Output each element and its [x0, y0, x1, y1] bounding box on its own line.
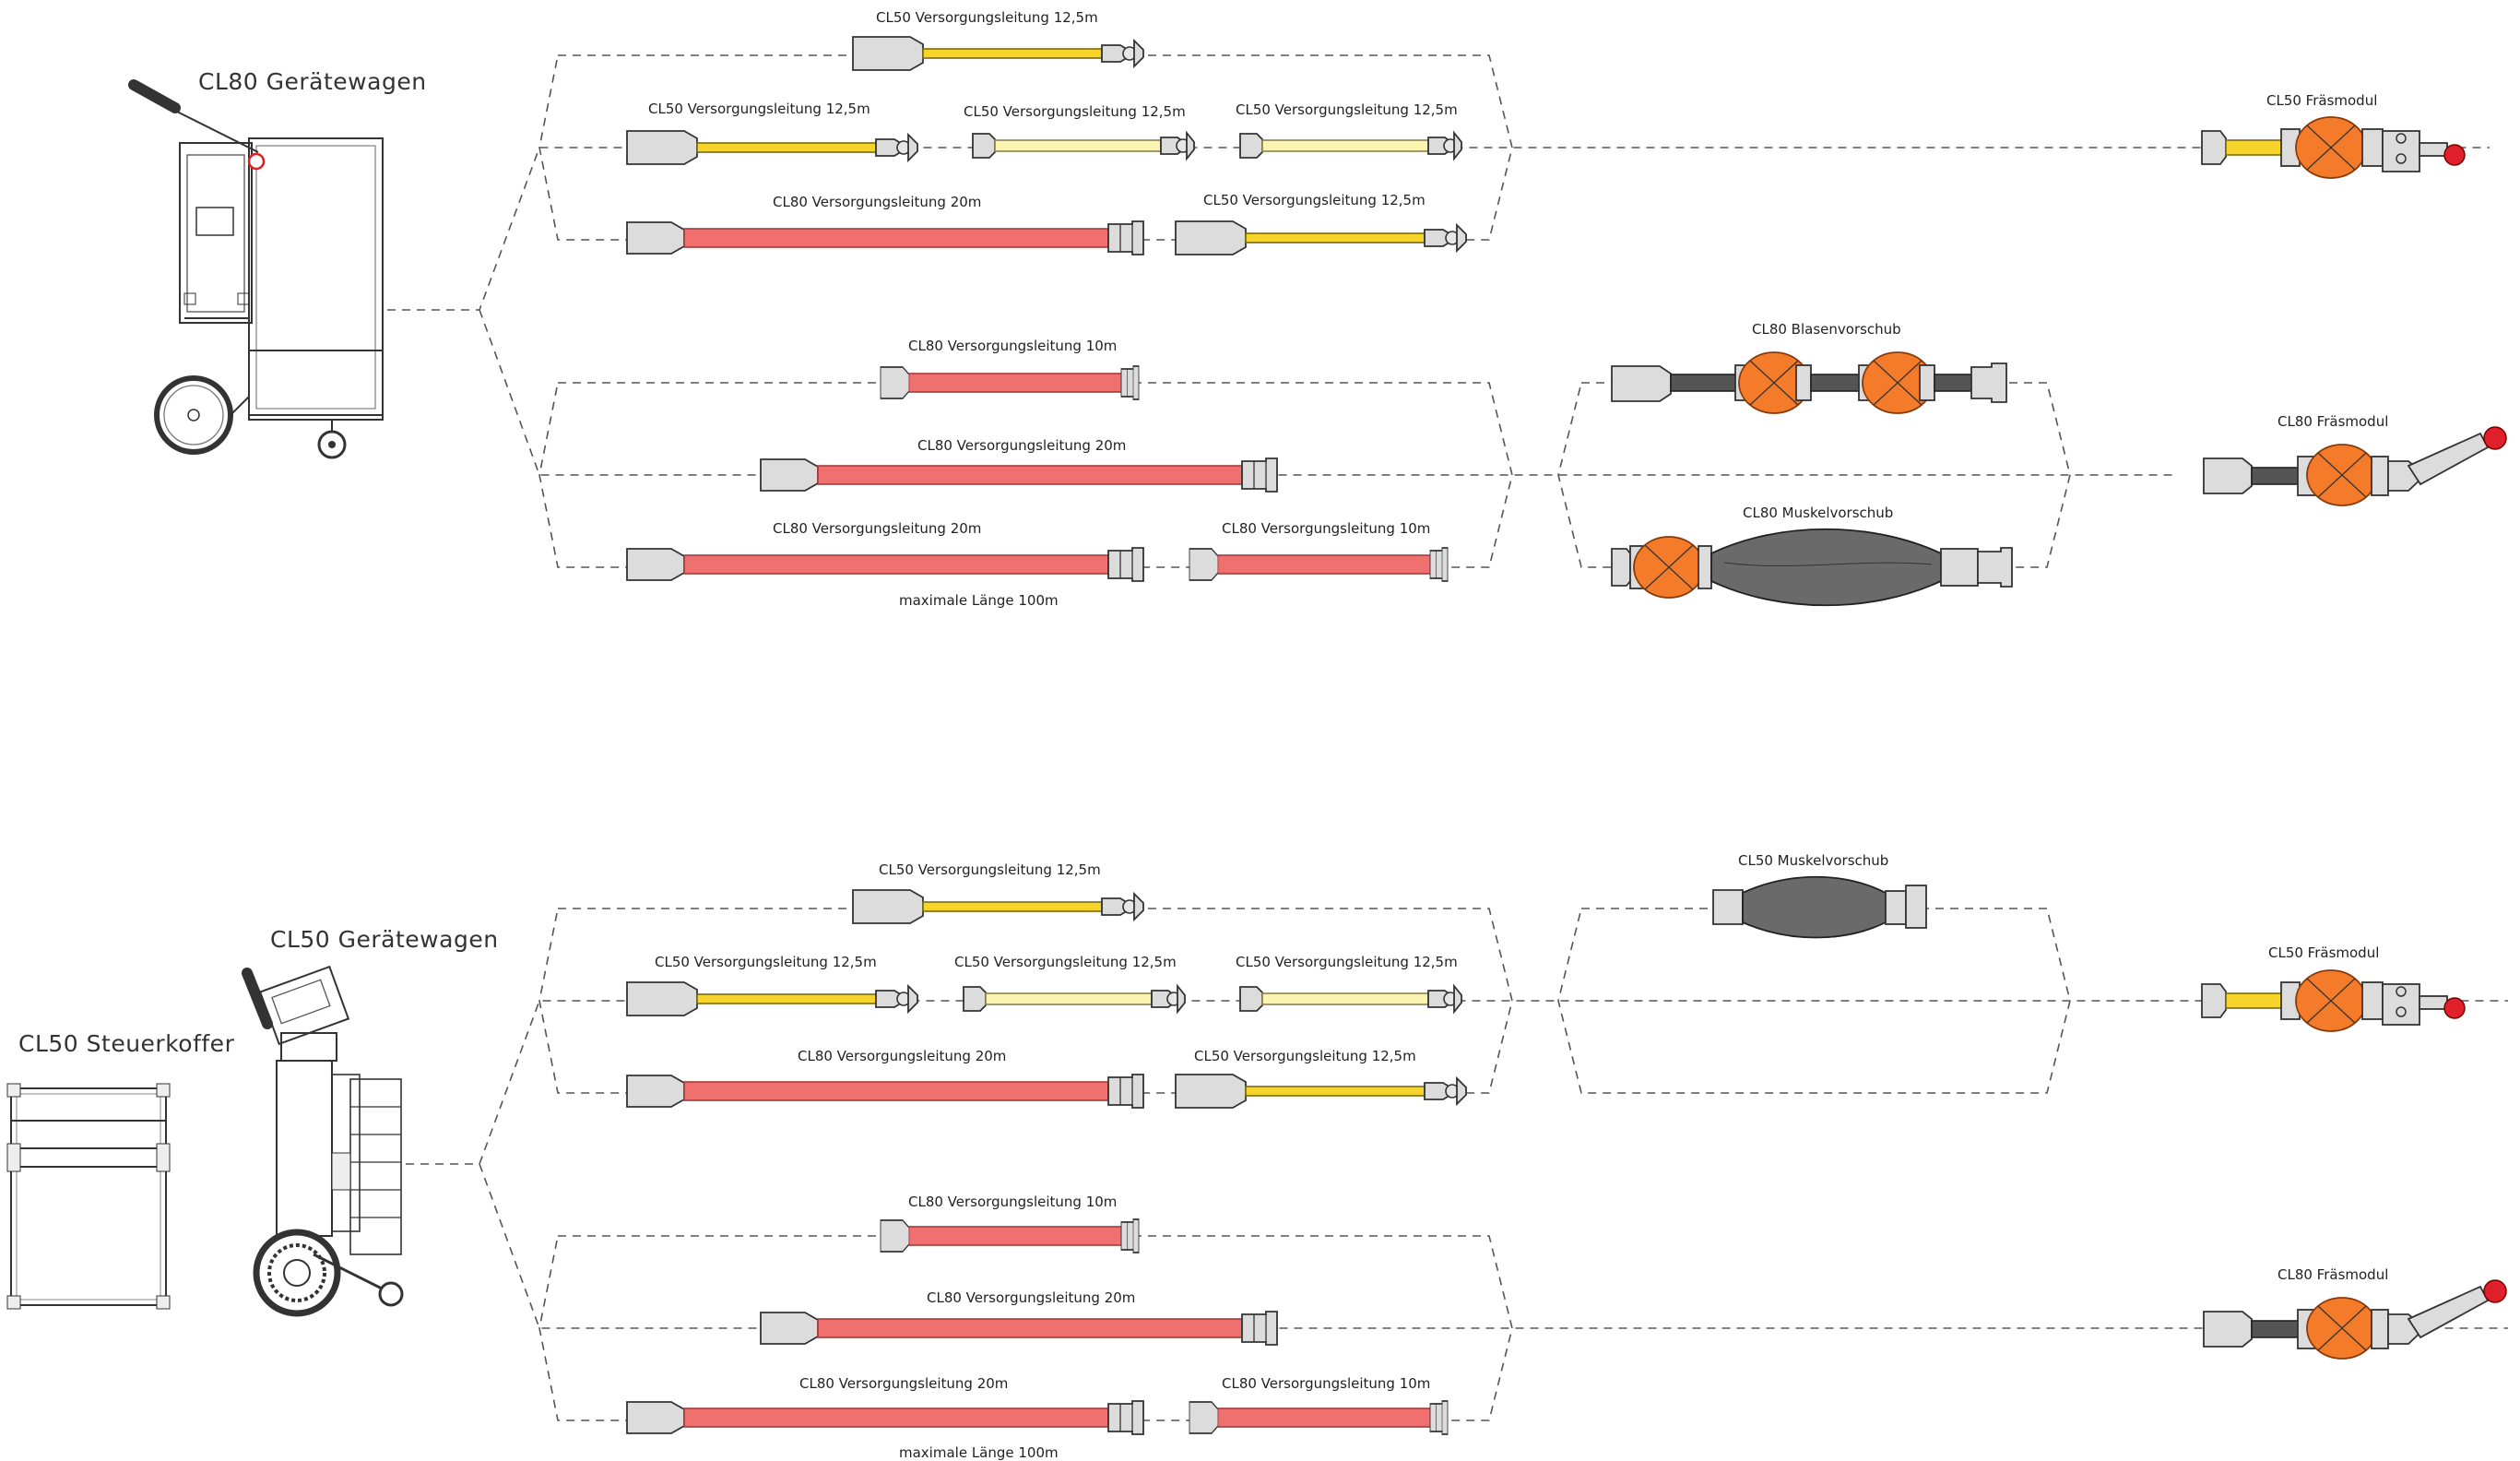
hose-label: CL80 Versorgungsleitung 10m — [908, 338, 1117, 354]
module-label: CL80 Muskelvorschub — [1743, 505, 1893, 521]
hose-cl50 — [626, 981, 918, 1016]
hose-cl80 — [760, 1311, 1278, 1346]
cl80-geraetewagen-drawing — [128, 79, 384, 459]
hexagon-feed-bottom — [1557, 908, 2071, 1094]
hose-label: CL50 Versorgungsleitung 12,5m — [964, 103, 1186, 120]
max-length-note: maximale Länge 100m — [899, 592, 1059, 609]
hose-label: CL80 Versorgungsleitung 20m — [773, 520, 981, 537]
hose-cl80 — [760, 457, 1278, 493]
top-line-upper — [387, 147, 2490, 311]
hose-cl50-light — [972, 132, 1195, 160]
hose-label: CL50 Versorgungsleitung 12,5m — [879, 861, 1101, 878]
hose-label: CL50 Versorgungsleitung 12,5m — [1203, 192, 1426, 208]
hose-cl50 — [852, 36, 1144, 71]
hose-cl80-short — [1189, 547, 1449, 582]
hose-cl50 — [1175, 220, 1467, 255]
module-label: CL50 Fräsmodul — [2266, 92, 2377, 109]
cl50-fraesmodul-bottom — [2201, 969, 2466, 1032]
hose-label: CL80 Versorgungsleitung 20m — [798, 1048, 1006, 1064]
hose-label: CL50 Versorgungsleitung 12,5m — [648, 101, 870, 117]
hose-label: CL50 Versorgungsleitung 12,5m — [1236, 954, 1458, 970]
hexagon-bottom-lower — [538, 1235, 1513, 1421]
cl80-muskelvorschub — [1611, 528, 2013, 607]
max-length-note: maximale Länge 100m — [899, 1444, 1059, 1461]
cl80-fraesmodul-bottom — [2203, 1279, 2507, 1360]
module-label: CL80 Fräsmodul — [2277, 1266, 2388, 1283]
hose-label: CL80 Versorgungsleitung 20m — [799, 1375, 1008, 1392]
hose-cl80-short — [880, 1218, 1140, 1253]
cl80-blasenvorschub — [1611, 351, 2007, 414]
bottom-line-upper — [406, 1000, 2508, 1165]
hose-label: CL80 Versorgungsleitung 10m — [1222, 520, 1430, 537]
hose-cl80 — [626, 220, 1144, 255]
hose-cl80 — [626, 547, 1144, 582]
hose-cl80 — [626, 1400, 1144, 1435]
bottom-line-lower — [479, 1163, 2508, 1329]
hose-label: CL80 Versorgungsleitung 20m — [917, 437, 1126, 454]
module-label: CL50 Fräsmodul — [2268, 944, 2379, 961]
cl80-fraesmodul-top — [2203, 426, 2507, 506]
cl50-steuerkoffer-title: CL50 Steuerkoffer — [18, 1030, 235, 1057]
cl50-geraetewagen-title: CL50 Gerätewagen — [270, 926, 499, 953]
cl50-geraetewagen-drawing — [242, 965, 404, 1317]
hexagon-top-lower — [538, 382, 1513, 568]
hexagon-feed-top — [1557, 382, 2071, 568]
hose-cl50-light — [1239, 132, 1462, 160]
hose-cl50-light — [963, 985, 1186, 1013]
hose-label: CL50 Versorgungsleitung 12,5m — [655, 954, 877, 970]
hose-cl80 — [626, 1074, 1144, 1109]
hose-cl50 — [626, 130, 918, 165]
module-label: CL80 Fräsmodul — [2277, 413, 2388, 430]
hose-label: CL50 Versorgungsleitung 12,5m — [1194, 1048, 1416, 1064]
hose-cl80-short — [880, 365, 1140, 400]
hexagon-bottom-upper — [538, 908, 1513, 1094]
cl50-steuerkoffer-drawing — [6, 1083, 171, 1310]
hose-label: CL50 Versorgungsleitung 12,5m — [876, 9, 1098, 26]
cl50-muskelvorschub — [1712, 875, 1927, 939]
hose-cl80-short — [1189, 1400, 1449, 1435]
hose-label: CL80 Versorgungsleitung 20m — [773, 194, 981, 210]
hose-label: CL50 Versorgungsleitung 12,5m — [954, 954, 1177, 970]
hexagon-top-upper — [538, 54, 1513, 241]
hose-label: CL80 Versorgungsleitung 10m — [908, 1194, 1117, 1210]
cl80-geraetewagen-title: CL80 Gerätewagen — [198, 68, 427, 95]
hose-cl50-light — [1239, 985, 1462, 1013]
hose-cl50 — [1175, 1074, 1467, 1109]
module-label: CL80 Blasenvorschub — [1752, 321, 1901, 338]
hose-label: CL50 Versorgungsleitung 12,5m — [1236, 101, 1458, 118]
cl50-fraesmodul-top — [2201, 116, 2466, 179]
hose-label: CL80 Versorgungsleitung 10m — [1222, 1375, 1430, 1392]
hose-label: CL80 Versorgungsleitung 20m — [927, 1289, 1135, 1306]
hose-cl50 — [852, 889, 1144, 924]
module-label: CL50 Muskelvorschub — [1738, 852, 1888, 869]
